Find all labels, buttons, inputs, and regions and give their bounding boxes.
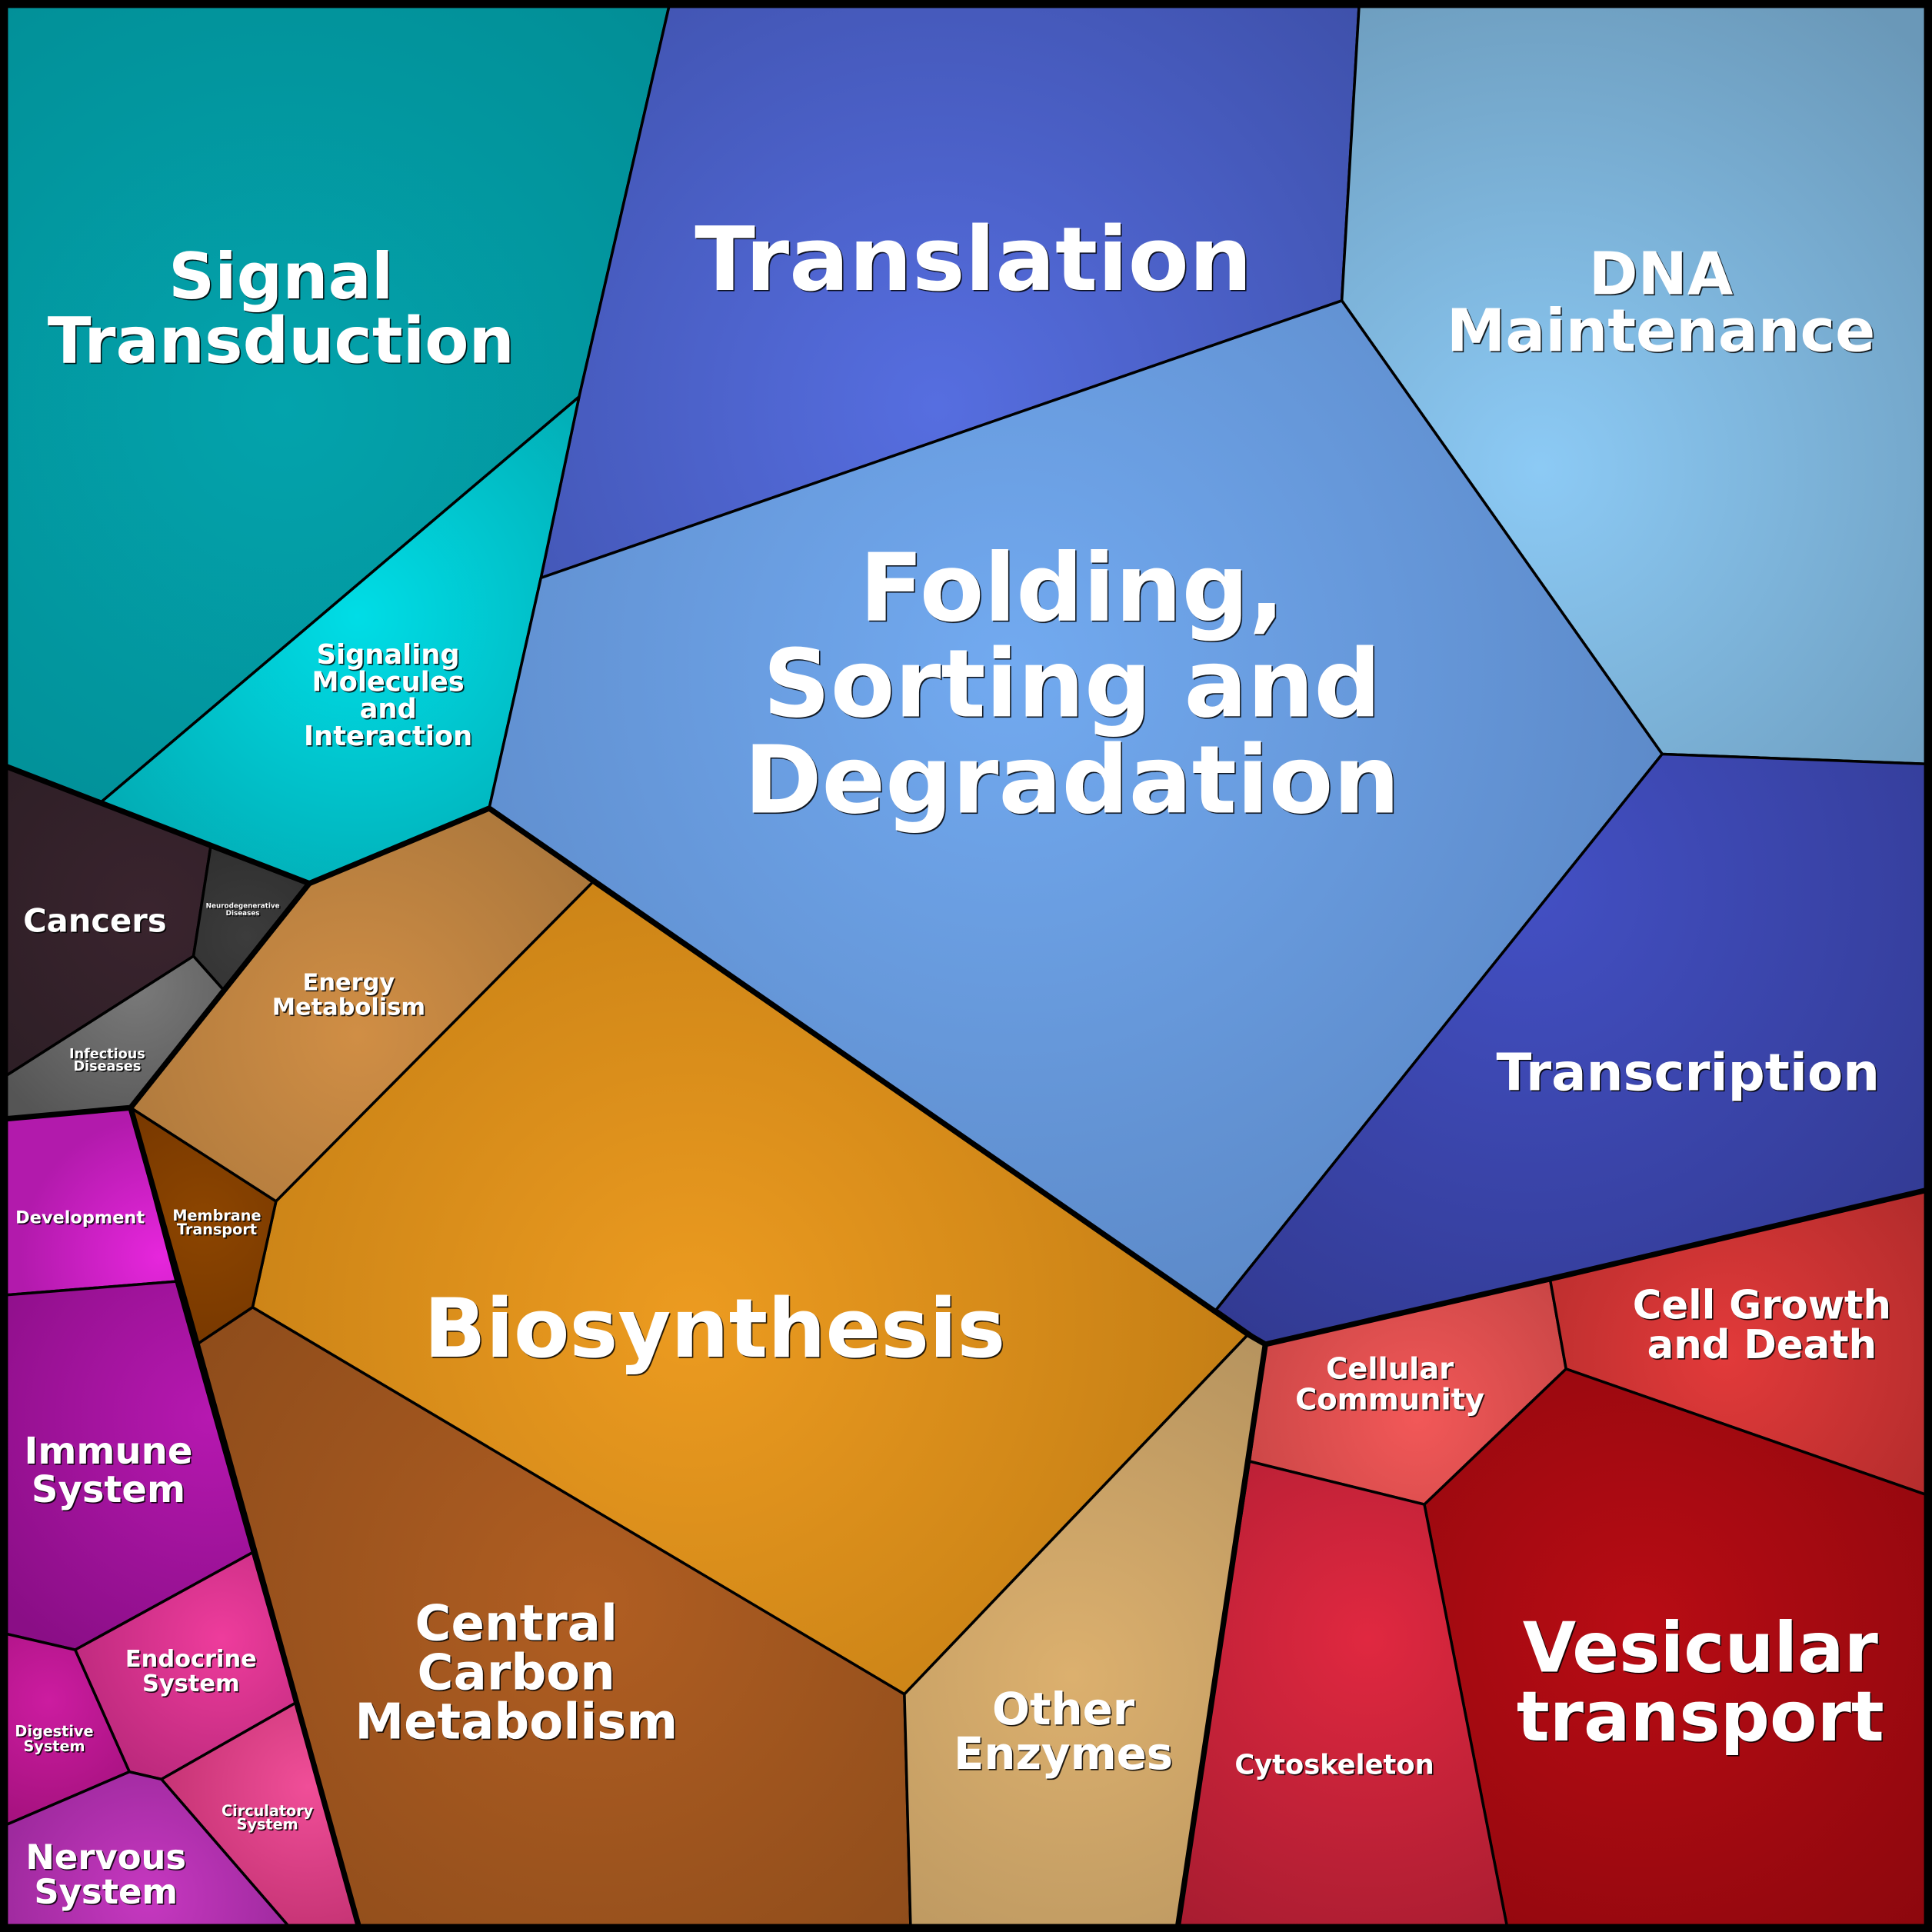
label-line: Membrane xyxy=(172,1207,261,1224)
label-line: Development xyxy=(15,1208,145,1228)
label-line: Signaling xyxy=(317,639,460,671)
group-boundary xyxy=(5,764,1268,1927)
label-line: transport xyxy=(1517,1677,1884,1757)
label-line: System xyxy=(23,1737,85,1755)
label-line: Folding, xyxy=(859,534,1284,643)
label-line: System xyxy=(237,1816,298,1834)
label-line: Other xyxy=(992,1683,1135,1735)
label-line: and Death xyxy=(1647,1322,1877,1368)
label-line: Transport xyxy=(177,1221,257,1238)
label-line: and xyxy=(360,694,417,725)
label-development: Development xyxy=(15,1208,145,1228)
group-boundary xyxy=(128,1107,361,1927)
label-line: Digestive xyxy=(15,1723,93,1740)
label-line: Carbon xyxy=(418,1644,615,1701)
label-line: System xyxy=(142,1671,240,1697)
label-transcription: Transcription xyxy=(1497,1042,1880,1102)
label-line: Transcription xyxy=(1497,1042,1880,1102)
label-line: Cellular xyxy=(1326,1352,1454,1387)
label-line: Diseases xyxy=(73,1059,141,1074)
label-line: Metabolism xyxy=(355,1694,678,1750)
label-line: Cancers xyxy=(23,901,167,939)
label-cancers: Cancers xyxy=(23,901,167,939)
group-boundaries xyxy=(5,764,1927,1927)
label-line: Central xyxy=(415,1595,618,1652)
label-translation: Translation xyxy=(695,208,1252,311)
label-line: Immune xyxy=(24,1430,192,1473)
label-line: Cell Growth xyxy=(1633,1283,1891,1329)
label-line: Enzymes xyxy=(954,1727,1173,1780)
label-line: DNA xyxy=(1589,241,1734,309)
label-line: Translation xyxy=(695,208,1252,311)
label-line: Neurodegenerative xyxy=(206,903,280,911)
label-line: Transduction xyxy=(48,303,515,378)
label-line: Energy xyxy=(303,969,395,996)
label-biosynthesis: Biosynthesis xyxy=(424,1281,1005,1376)
group-boundary xyxy=(1264,1188,1927,1347)
label-line: Circulatory xyxy=(222,1802,314,1820)
label-line: Molecules xyxy=(312,666,465,698)
label-line: System xyxy=(32,1468,185,1511)
label-line: Endocrine xyxy=(125,1646,257,1673)
label-line: Sorting and xyxy=(763,630,1381,739)
label-line: Metabolism xyxy=(272,994,425,1021)
label-line: Nervous xyxy=(25,1837,186,1877)
label-line: Cytoskeleton xyxy=(1234,1749,1434,1780)
label-line: Vesicular xyxy=(1523,1608,1878,1688)
label-line: Diseases xyxy=(226,910,260,918)
label-line: Interaction xyxy=(304,721,472,752)
label-line: Maintenance xyxy=(1447,297,1875,365)
label-line: Biosynthesis xyxy=(424,1281,1005,1376)
label-line: Community xyxy=(1295,1383,1484,1417)
label-line: System xyxy=(34,1871,178,1912)
label-line: Infectious xyxy=(69,1047,145,1062)
label-cytoskeleton: Cytoskeleton xyxy=(1234,1749,1434,1780)
label-line: Degradation xyxy=(744,726,1400,835)
label-line: Signal xyxy=(168,239,393,314)
